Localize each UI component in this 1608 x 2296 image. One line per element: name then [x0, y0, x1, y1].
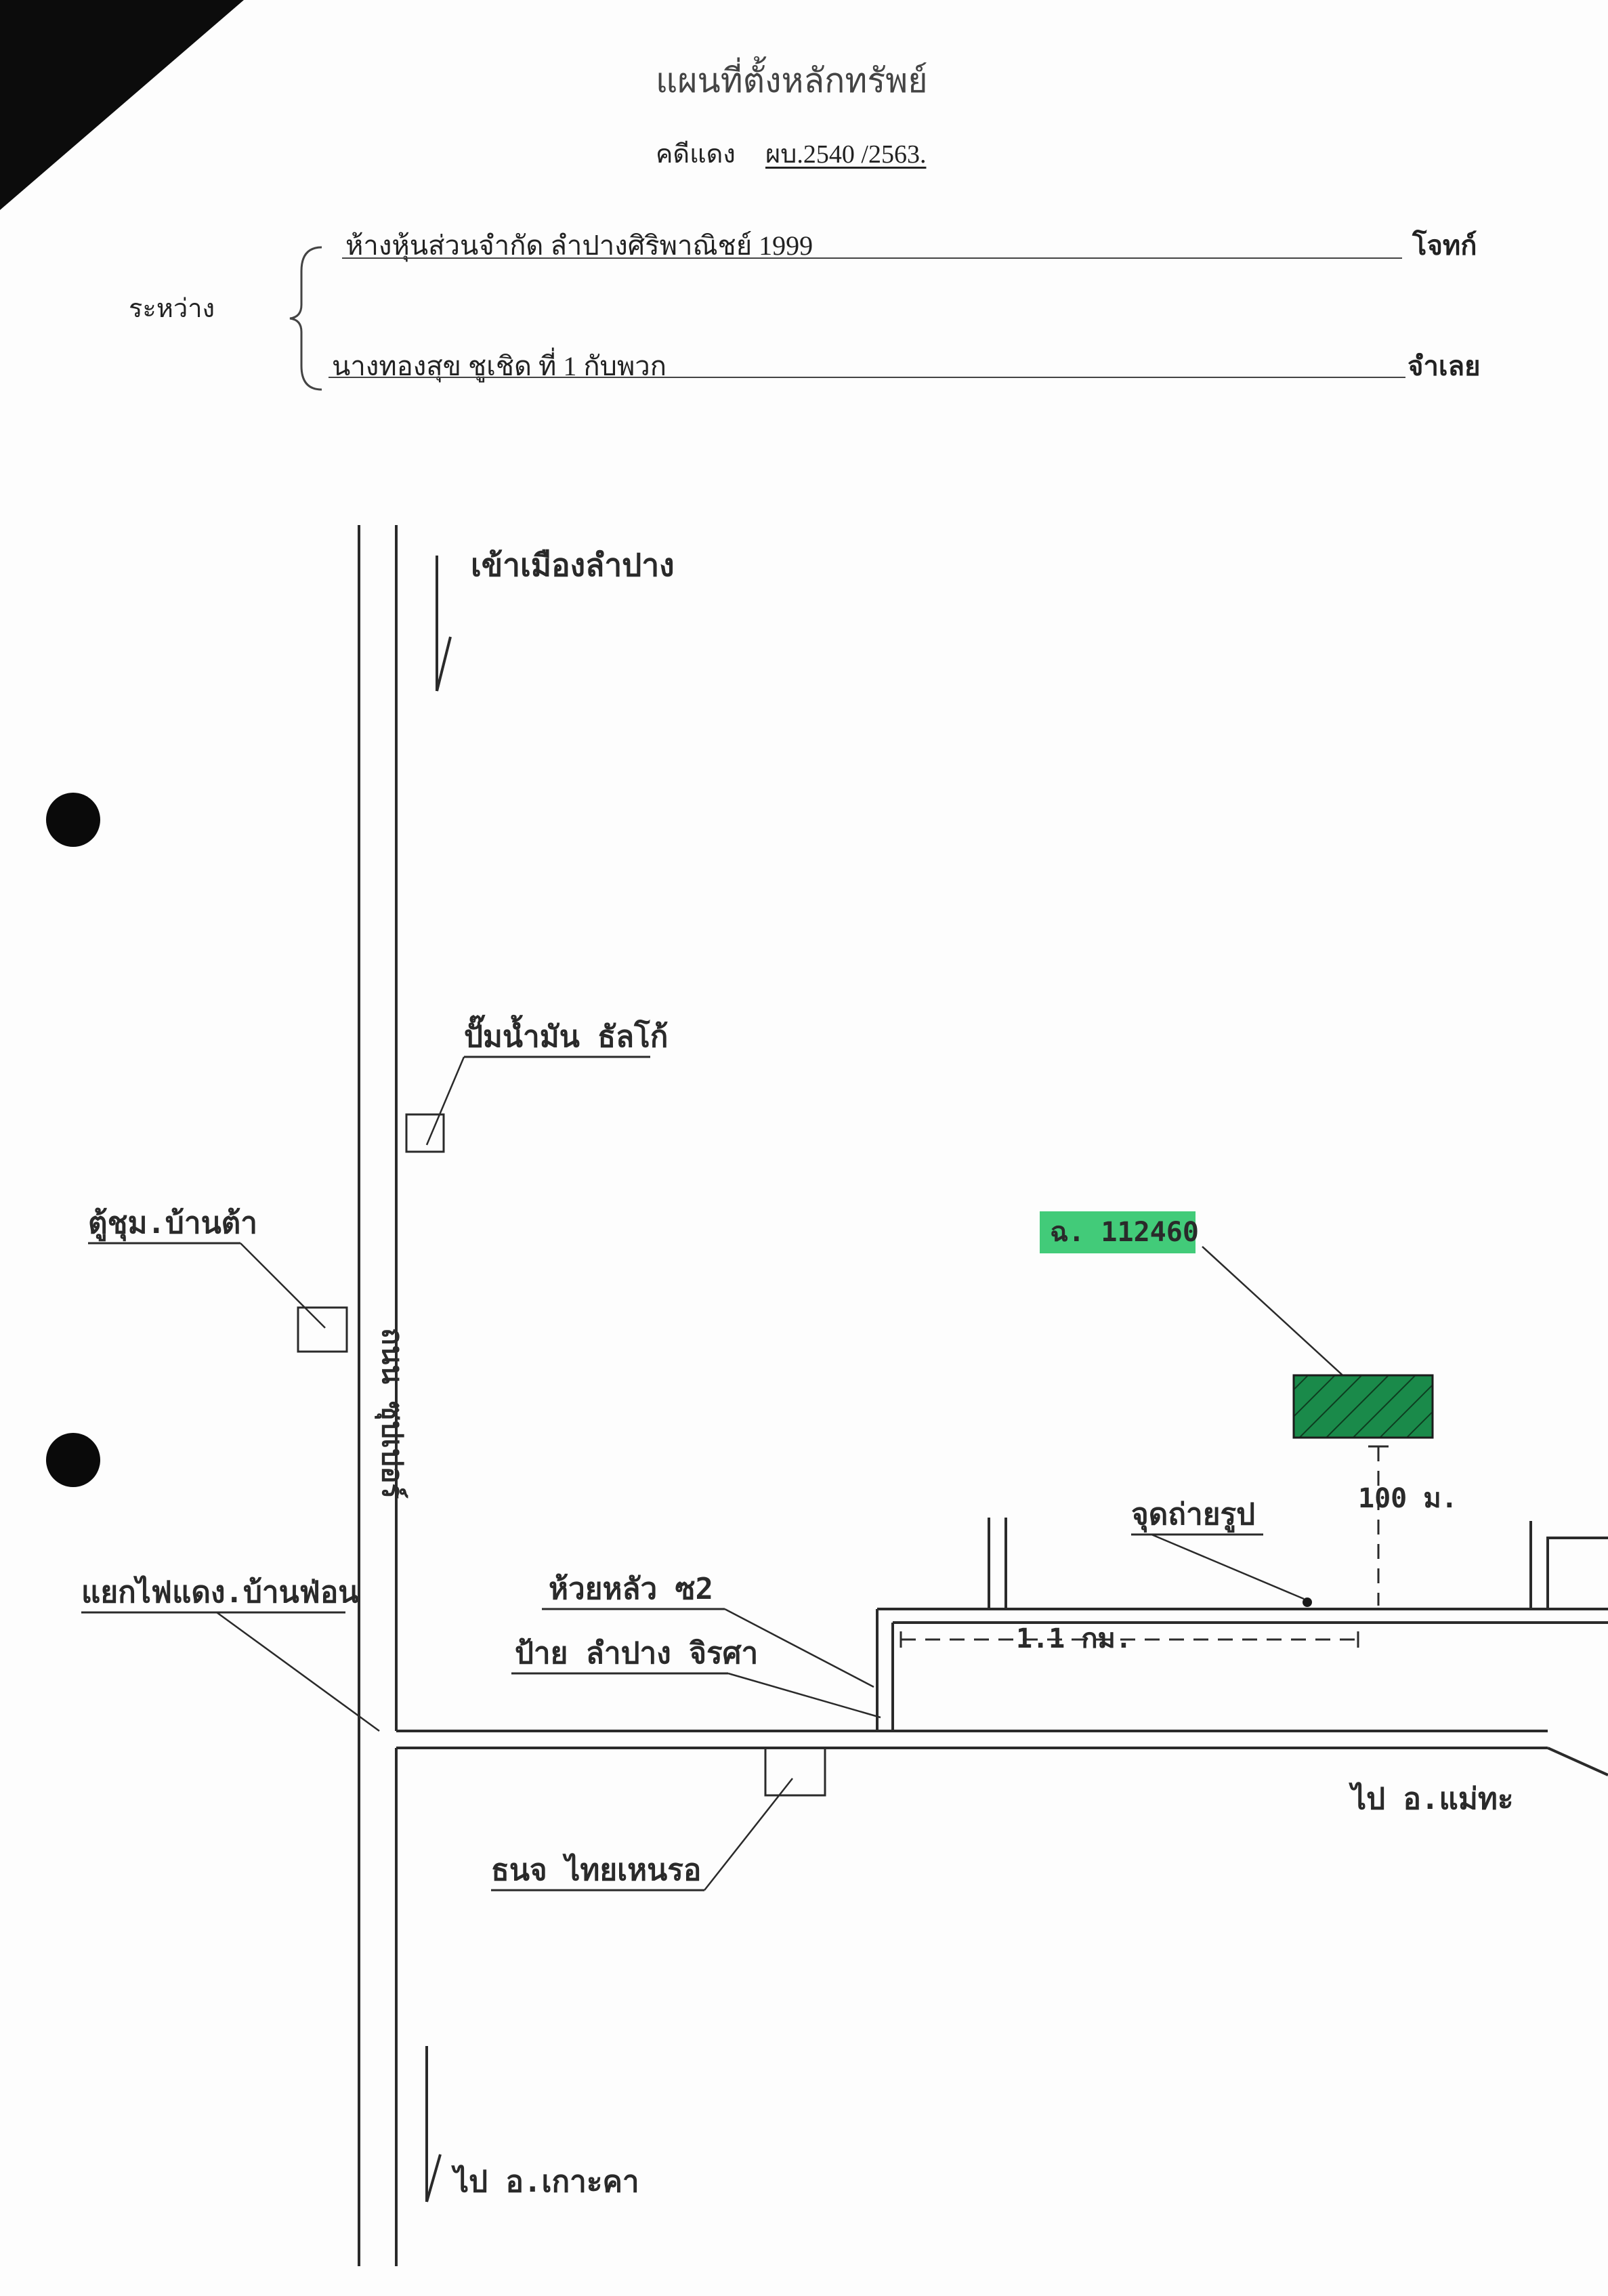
petrol-station-box: [405, 1113, 445, 1153]
label-junction: แยกไฟแดง.บ้านฟ่อน: [81, 1574, 358, 1610]
arrow-right-line: [1547, 1747, 1608, 1776]
road-lines: [358, 525, 1608, 2266]
label-to-lampang-city: เข้าเมืองลำปาง: [471, 547, 675, 583]
label-post-box: ตู้ชุม.บ้านต้า: [88, 1206, 257, 1242]
subject-plot-border: [1292, 1374, 1434, 1439]
plaintiff-role: โจทก์: [1412, 230, 1477, 261]
label-bank: ธนจ ไทยเหนรอ: [491, 1852, 701, 1887]
label-deed-number: ฉ. 112460: [1050, 1217, 1199, 1248]
scan-corner-shadow: [0, 0, 244, 210]
leader-lines: [216, 1056, 1366, 1891]
punch-hole-bottom: [46, 1433, 100, 1487]
label-to-ko-kha: ไป อ.เกาะคา: [451, 2164, 639, 2199]
label-distance-100m: 100 ม.: [1358, 1483, 1458, 1514]
defendant-role: จำเลย: [1408, 351, 1481, 381]
label-sign: ป้าย ลำปาง จิรศา: [515, 1636, 758, 1671]
between-label: ระหว่าง: [129, 295, 215, 323]
plaintiff-name: ห้างหุ้นส่วนจำกัด ลำปางศิริพาณิชย์ 1999: [345, 230, 813, 261]
case-label: คดีแดง: [656, 140, 736, 169]
post-box-marker: [297, 1306, 348, 1353]
photo-point-dot: [1303, 1598, 1312, 1607]
label-petrol-station: ปั๊มน้ำมัน ธัลโก้: [464, 1014, 668, 1054]
case-number: ผบ.2540 /2563.: [765, 140, 927, 169]
label-underlines: [81, 1056, 1263, 1892]
plaintiff-underline: [342, 257, 1402, 259]
side-lane-2b: [1546, 1537, 1608, 1609]
defendant-underline: [329, 377, 1405, 378]
label-to-mae-tha: ไป อ.แม่ทะ: [1349, 1781, 1513, 1816]
defendant-name: นางทองสุข ชูเชิด ที่ 1 กับพวก: [332, 351, 667, 381]
deed-highlight: [1040, 1211, 1196, 1253]
arrow-down-line: [425, 2154, 442, 2203]
subject-plot-hatching: [1294, 1375, 1433, 1438]
bank-box: [764, 1747, 826, 1797]
label-soi: ห้วยหลัว ซ2: [549, 1572, 713, 1606]
punch-hole-top: [46, 793, 100, 847]
dimension-lines: [901, 1446, 1380, 1641]
brace-icon: [289, 246, 322, 391]
label-distance-1km: 1.1 กม.: [1016, 1623, 1132, 1654]
document-title: แผนที่ตั้งหลักทรัพย์: [656, 62, 928, 100]
arrow-up-line: [436, 636, 452, 692]
label-photo-point: จุดถ่ายรูป: [1131, 1497, 1255, 1533]
label-road-name: ถนน ซุปเปอร์: [375, 1328, 409, 1499]
